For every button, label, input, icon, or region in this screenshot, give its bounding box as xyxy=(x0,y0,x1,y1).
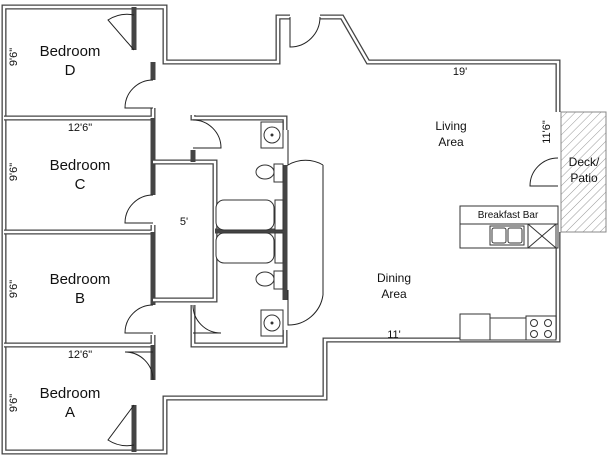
living-area-label: Living xyxy=(435,119,466,133)
dining-area-label: Dining xyxy=(377,271,411,285)
lower-counter xyxy=(489,317,527,341)
deck-patio-area xyxy=(560,111,607,233)
stove xyxy=(525,315,557,341)
living-area-label-2: Area xyxy=(438,135,464,149)
bedroom-b-letter: B xyxy=(75,290,85,307)
bedroom-d-letter: D xyxy=(65,62,76,79)
bedroom-c-letter: C xyxy=(75,176,86,193)
dining-width: 11' xyxy=(387,329,401,341)
bedroom-a-label: Bedroom xyxy=(40,385,101,402)
bathroom-fixtures xyxy=(215,121,284,337)
bedroom-d-dimension: 9'6" xyxy=(8,48,20,66)
bedroom-c-dimension: 9'6" xyxy=(8,163,20,181)
bedroom-a-dimension: 9'6" xyxy=(8,394,20,412)
bedroom-c-label: Bedroom xyxy=(50,157,111,174)
living-side: 11'6" xyxy=(541,120,553,144)
bedroom-ba-width: 12'6" xyxy=(68,349,92,361)
bedroom-b-dimension: 9'6" xyxy=(8,280,20,298)
kitchen xyxy=(459,205,559,341)
bedroom-d-label: Bedroom xyxy=(40,43,101,60)
doors xyxy=(107,13,559,447)
living-width: 19' xyxy=(453,66,467,78)
exterior-walls xyxy=(1,4,561,455)
dining-area-label-2: Area xyxy=(381,287,407,301)
bedroom-dc-width: 12'6" xyxy=(68,122,92,134)
bedroom-a-letter: A xyxy=(65,404,75,421)
deck-patio-label-2: Patio xyxy=(570,171,598,185)
hall-width: 5' xyxy=(180,216,188,228)
bedroom-b-label: Bedroom xyxy=(50,271,111,288)
deck-patio-label: Deck/ xyxy=(569,155,600,169)
interior-walls xyxy=(4,7,288,452)
breakfast-bar-label: Breakfast Bar xyxy=(478,210,539,221)
refrigerator xyxy=(459,313,491,341)
